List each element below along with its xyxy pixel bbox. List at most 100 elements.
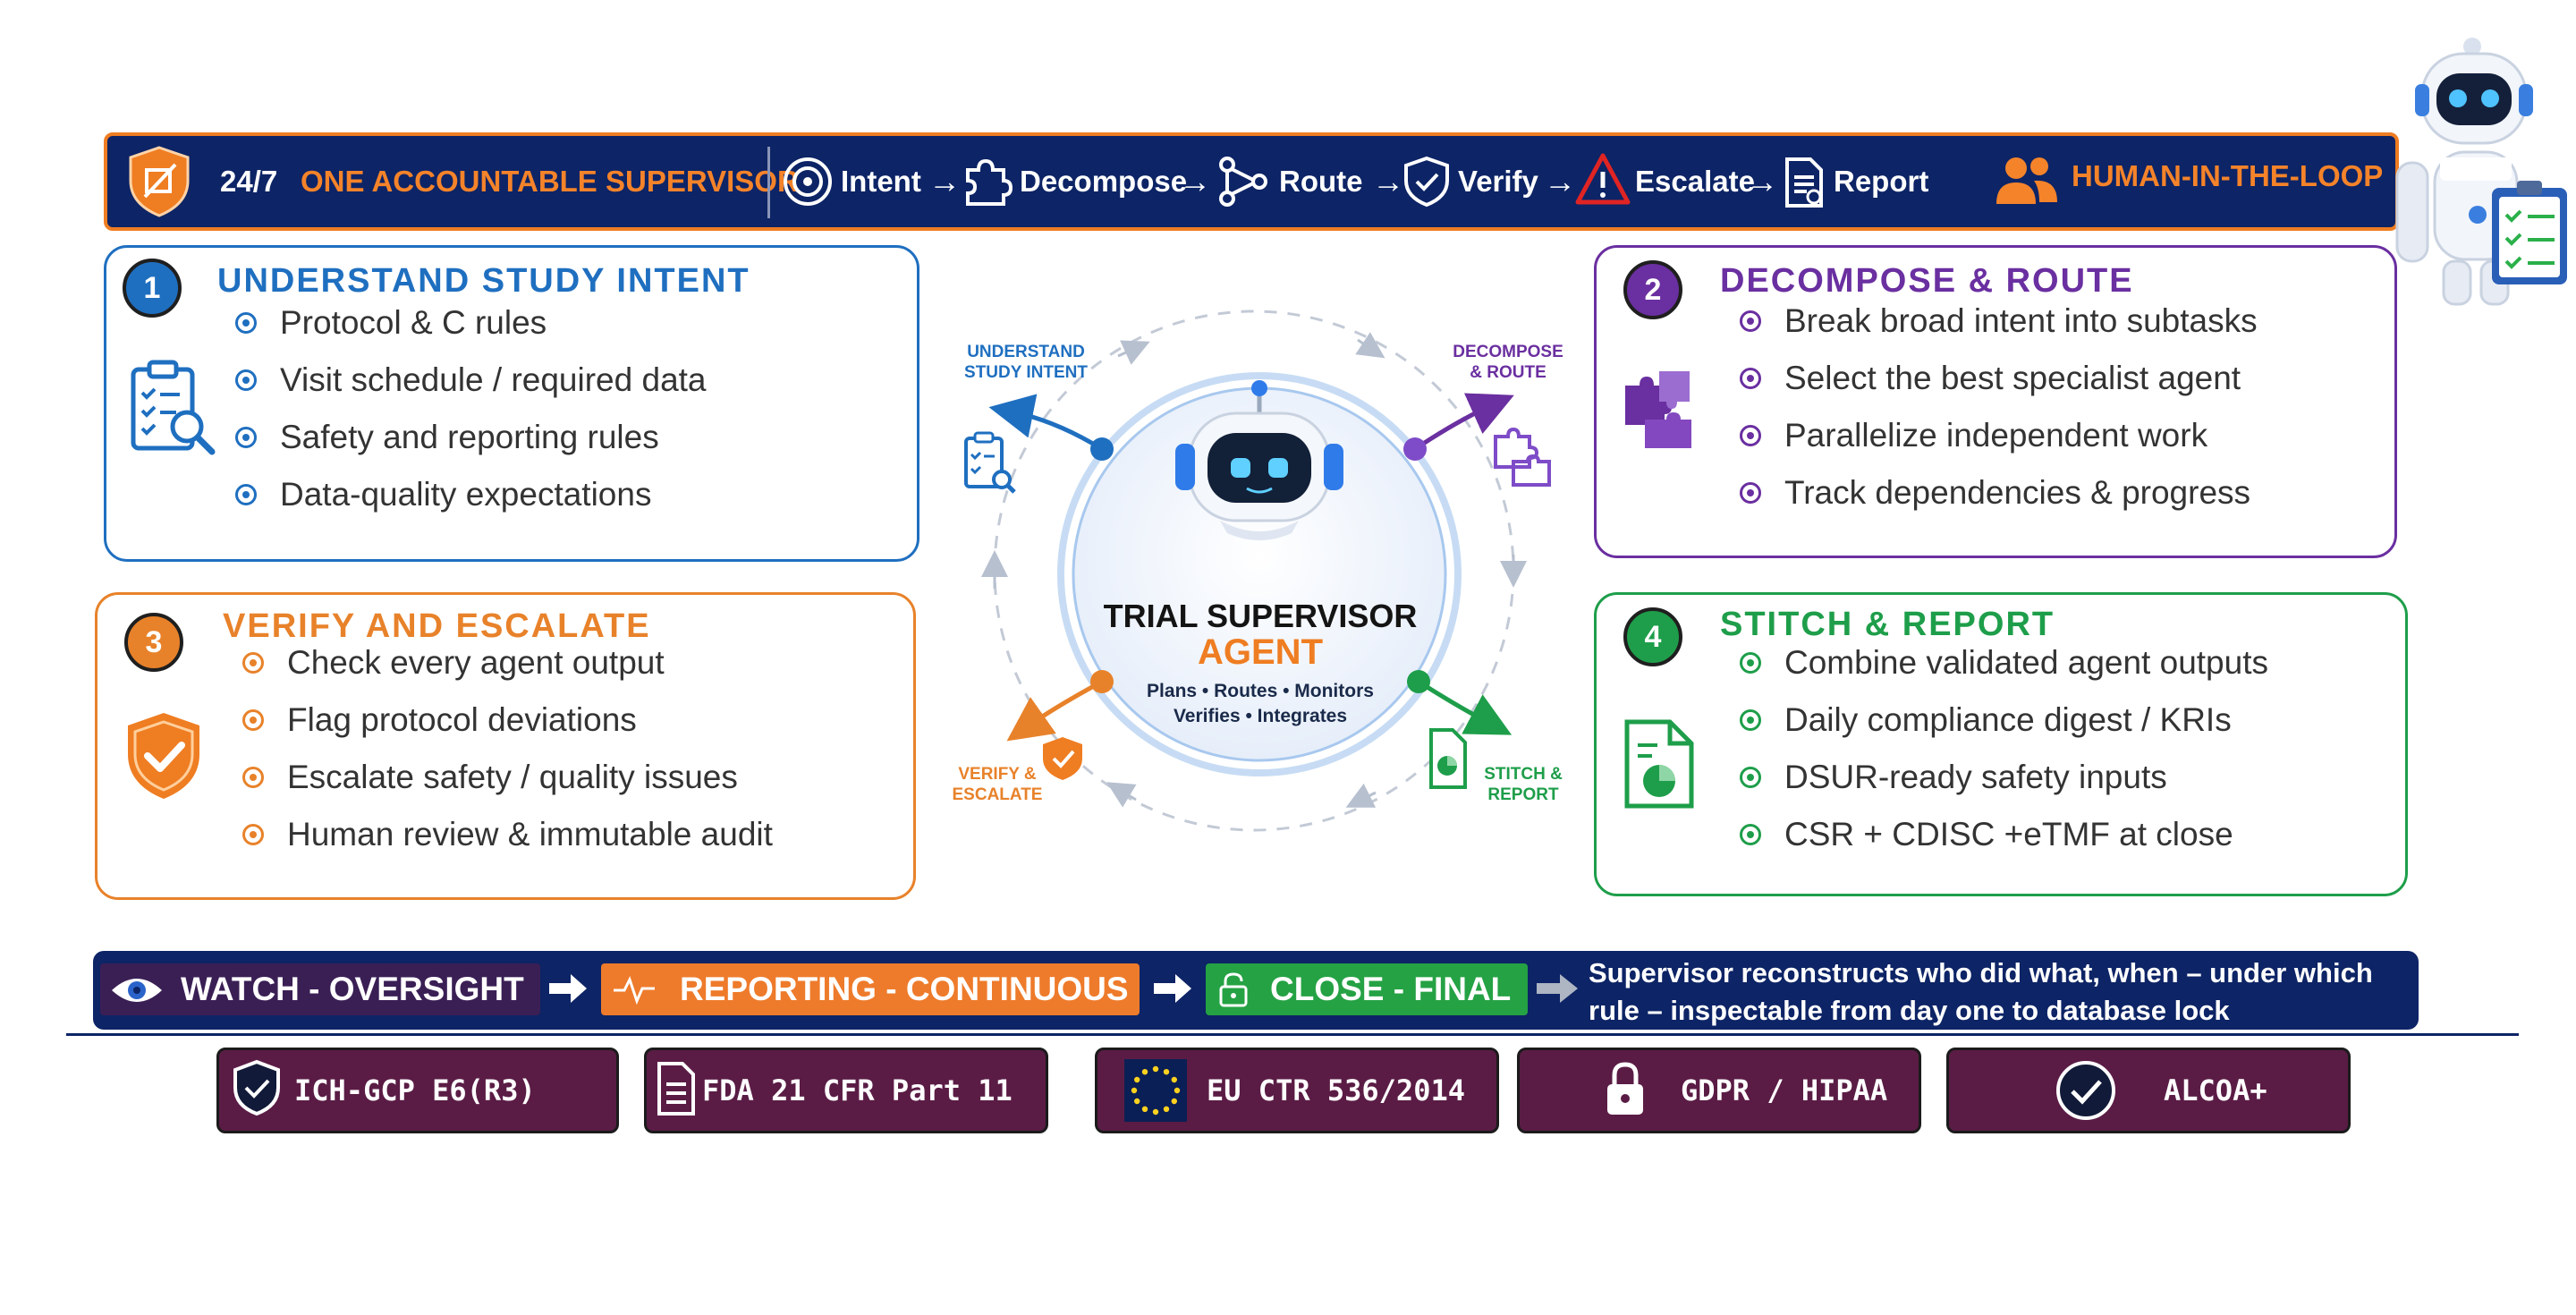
eye-icon xyxy=(112,979,162,1002)
robot-icon xyxy=(1175,380,1343,540)
label-decompose: DECOMPOSE& ROUTE xyxy=(1453,343,1563,382)
bullet-icon xyxy=(1740,425,1761,446)
shield-check-icon xyxy=(1404,156,1449,208)
divider-line xyxy=(66,1033,2519,1036)
always-on-label: 24/7 xyxy=(220,165,278,198)
badge-alcoa: ALCOA+ xyxy=(1946,1048,2351,1133)
eu-star xyxy=(1152,1108,1159,1116)
arrow-icon xyxy=(1537,974,1578,1003)
shield-check-icon xyxy=(233,1059,280,1116)
step-number-1: 1 xyxy=(123,259,182,318)
eu-star xyxy=(1152,1065,1159,1073)
list-item: Visit schedule / required data xyxy=(235,352,707,409)
list-item: Select the best specialist agent xyxy=(1740,350,2258,407)
top-bar: 24/7 ONE ACCOUNTABLE SUPERVISOR Intent →… xyxy=(104,132,2399,231)
eu-star xyxy=(1141,1106,1148,1112)
flow-escalate: Escalate xyxy=(1635,165,1755,198)
arrow-icon xyxy=(549,974,587,1003)
check-circle-icon xyxy=(2056,1061,2115,1120)
people-icon xyxy=(1996,157,2057,204)
card-verify-escalate: 3 VERIFY AND ESCALATE Check every agent … xyxy=(95,592,916,900)
list-item: Flag protocol deviations xyxy=(242,691,773,749)
flow-intent: Intent xyxy=(841,165,921,198)
lifecycle-band: WATCH - OVERSIGHT REPORTING - CONTINUOUS… xyxy=(93,951,2419,1030)
stage-close: CLOSE - FINAL xyxy=(1206,963,1528,1015)
shield-check-icon xyxy=(1043,737,1082,780)
report-chart-icon xyxy=(1624,719,1694,809)
center-hub-diagram xyxy=(964,310,1551,832)
flow-arrow: → xyxy=(1544,163,1576,199)
hub-line-2: Verifies • Integrates xyxy=(1173,706,1348,726)
orbit-arrow xyxy=(1106,782,1137,808)
step-number-2: 2 xyxy=(1623,260,1682,319)
bullet-icon xyxy=(235,312,257,334)
badge-eu-ctr: EU CTR 536/2014 xyxy=(1095,1048,1499,1133)
list-item: Protocol & C rules xyxy=(235,294,707,352)
orbit-arrow xyxy=(1345,783,1377,808)
robot-mascot xyxy=(2395,38,2567,306)
warning-icon xyxy=(1575,153,1631,205)
orbit-arrow xyxy=(1117,340,1150,365)
list-item: Data-quality expectations xyxy=(235,466,707,523)
orbit-arrow xyxy=(1355,332,1385,359)
hub-title: TRIAL SUPERVISOR xyxy=(1103,598,1418,634)
list-item: Escalate safety / quality issues xyxy=(242,749,773,806)
eu-stars-icon xyxy=(1124,1059,1187,1122)
bullet-icon xyxy=(1740,310,1761,332)
flow-decompose: Decompose xyxy=(1020,165,1188,198)
flow-arrow: → xyxy=(1372,163,1404,199)
flow-verify: Verify xyxy=(1458,165,1538,198)
list-item: Daily compliance digest / KRIs xyxy=(1740,691,2268,749)
card-stitch-report: 4 STITCH & REPORT Combine validated agen… xyxy=(1594,592,2408,896)
badge-label: GDPR / HIPAA xyxy=(1681,1073,1888,1107)
flow-route: Route xyxy=(1279,165,1363,198)
label-verify: VERIFY &ESCALATE xyxy=(952,765,1043,804)
eu-star xyxy=(1171,1076,1177,1083)
divider xyxy=(767,147,770,218)
puzzle-icon xyxy=(966,158,1013,206)
pulse-icon xyxy=(614,976,655,1005)
card-title: STITCH & REPORT xyxy=(1720,606,2055,643)
flow-arrow: → xyxy=(1179,163,1211,199)
bullet-icon xyxy=(1740,824,1761,845)
flow-arrow: → xyxy=(1746,163,1778,199)
eu-star xyxy=(1171,1098,1177,1105)
bullet-icon xyxy=(242,824,264,845)
padlock-icon xyxy=(1607,1062,1643,1115)
eu-star xyxy=(1174,1087,1181,1094)
badge-gdpr-hipaa: GDPR / HIPAA xyxy=(1517,1048,1921,1133)
list-item: CSR + CDISC +eTMF at close xyxy=(1740,806,2268,863)
hub-agent: AGENT xyxy=(1198,632,1323,672)
badge-label: EU CTR 536/2014 xyxy=(1207,1073,1465,1107)
report-chart-icon xyxy=(1429,728,1467,789)
document-icon xyxy=(657,1062,695,1116)
label-stitch: STITCH &REPORT xyxy=(1484,765,1563,804)
badge-label: ALCOA+ xyxy=(2164,1073,2267,1107)
step-number-4: 4 xyxy=(1623,607,1682,666)
card-title: DECOMPOSE & ROUTE xyxy=(1720,262,2134,300)
bullet-icon xyxy=(1740,482,1761,504)
bullet-icon xyxy=(1740,767,1761,788)
route-icon xyxy=(1219,157,1267,207)
clipboard-magnifier-icon xyxy=(131,360,216,455)
bullet-icon xyxy=(242,709,264,731)
list-item: Human review & immutable audit xyxy=(242,806,773,863)
badge-ich-gcp: ICH-GCP E6(R3) xyxy=(216,1048,619,1133)
list-item: Break broad intent into subtasks xyxy=(1740,293,2258,350)
badge-label: FDA 21 CFR Part 11 xyxy=(702,1073,1013,1107)
bullet-icon xyxy=(1740,652,1761,674)
card-title: UNDERSTAND STUDY INTENT xyxy=(217,262,750,300)
stage-reporting: REPORTING - CONTINUOUS xyxy=(601,963,1140,1015)
eu-star xyxy=(1134,1098,1140,1105)
lock-icon xyxy=(1219,972,1248,1007)
stage-watch: WATCH - OVERSIGHT xyxy=(100,963,540,1015)
eu-star xyxy=(1141,1069,1148,1075)
step-number-3: 3 xyxy=(124,613,183,672)
eu-star xyxy=(1163,1069,1170,1075)
spoke-understand xyxy=(988,394,1104,452)
hub-line-1: Plans • Routes • Monitors xyxy=(1147,681,1374,701)
card-title: VERIFY AND ESCALATE xyxy=(223,607,651,645)
list-item: Combine validated agent outputs xyxy=(1740,634,2268,691)
spoke-decompose xyxy=(1413,393,1514,452)
